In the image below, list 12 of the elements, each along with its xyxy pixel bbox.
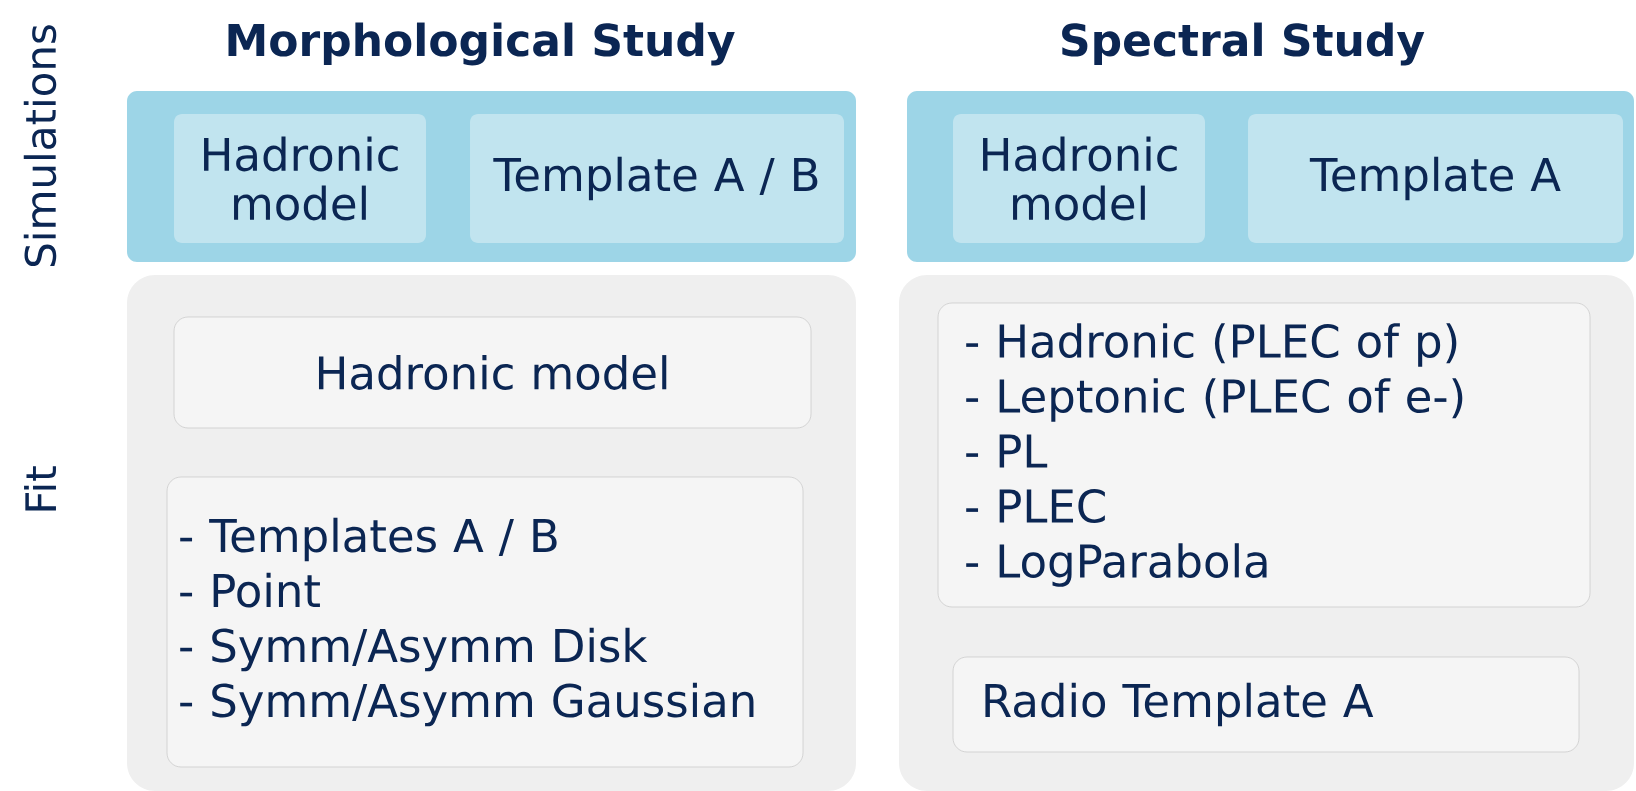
model-box: Template A [1248,114,1623,243]
model-box: Hadronic model [174,114,426,243]
model-box: Radio Template A [952,656,1580,753]
row-label: Simulations [23,25,57,266]
model-box: Hadronic model [173,316,812,429]
model-box: - Hadronic (PLEC of p) - Leptonic (PLEC of e-) - PL - PLEC - LogParabola [937,302,1591,608]
row-label: Fit [24,466,56,511]
model-box: Template A / B [470,114,844,243]
study-title: Morphological Study [228,22,735,66]
study-title: Spectral Study [1062,22,1425,66]
model-box: - Templates A / B - Point - Symm/Asymm Disk - Symm/Asymm Gaussian [166,476,804,768]
model-box: Hadronic model [953,114,1205,243]
